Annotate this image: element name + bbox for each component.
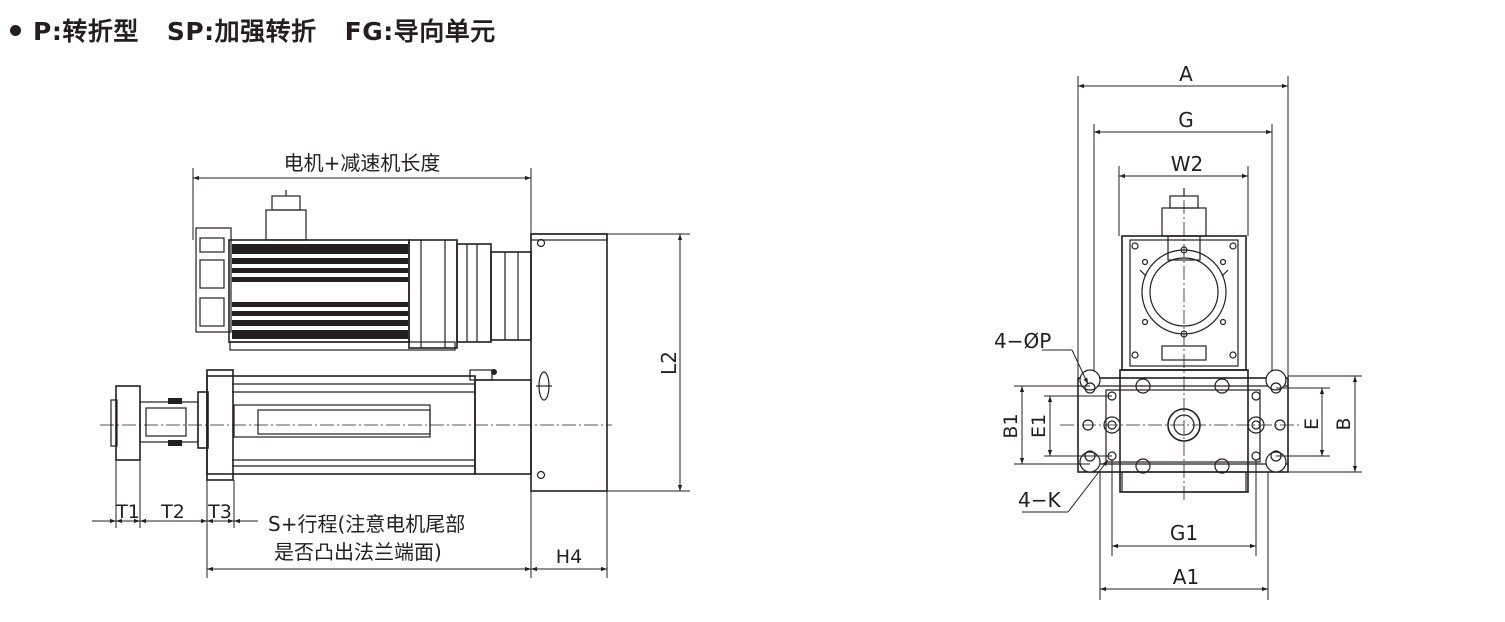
w2-label: W2 (1171, 152, 1204, 176)
t1-label: T1 (115, 501, 140, 523)
servo-motor (195, 190, 532, 351)
e-b-dimensions: E B (1276, 375, 1362, 473)
side-view: 电机+减速机长度 (92, 151, 690, 578)
b1-label: B1 (1000, 413, 1022, 438)
end-view: A G W2 (994, 62, 1362, 600)
e1-label: E1 (1028, 414, 1050, 438)
t-dimensions: T1 T2 T3 (92, 446, 258, 578)
motor-length-dimension: 电机+减速机长度 (192, 151, 532, 240)
a-label: A (1179, 62, 1193, 86)
title-item-sp: SP:加强转折 (166, 17, 317, 46)
g-label: G (1178, 108, 1194, 132)
a1-label: A1 (1173, 565, 1199, 589)
turning-housing (530, 233, 608, 492)
k-callout: 4−K (1018, 459, 1109, 513)
title-item-fg: FG:导向单元 (344, 17, 496, 46)
t2-label: T2 (160, 501, 185, 523)
p-callout: 4−ØP (994, 329, 1089, 385)
p-label: 4−ØP (994, 329, 1051, 353)
stroke-label-line2: 是否凸出法兰端面) (274, 540, 442, 564)
stroke-label-line1: S+行程(注意电机尾部 (268, 512, 465, 536)
w2-dimension: W2 (1118, 152, 1249, 236)
e-label: E (1301, 418, 1323, 430)
g-dimension: G (1093, 108, 1273, 386)
title-item-p: P:转折型 (33, 17, 139, 46)
a-dimension: A (1077, 62, 1289, 380)
actuator-body (110, 369, 532, 481)
k-label: 4−K (1018, 488, 1061, 512)
b1-e1-dimensions: B1 E1 (1000, 385, 1112, 465)
h4-label: H4 (556, 546, 582, 568)
a1-dimension: A1 (1099, 472, 1269, 600)
t3-label: T3 (207, 501, 232, 523)
stroke-dimension: S+行程(注意电机尾部 是否凸出法兰端面) H4 (207, 491, 608, 578)
motor-length-label: 电机+减速机长度 (284, 151, 441, 175)
end-body (1077, 369, 1289, 493)
b-label: B (1333, 417, 1355, 430)
l2-dimension: L2 (607, 233, 690, 492)
diagram-title: P:转折型 SP:加强转折 FG:导向单元 (8, 10, 524, 50)
l2-label: L2 (657, 351, 681, 375)
g1-label: G1 (1170, 521, 1198, 545)
g1-dimension: G1 (1111, 460, 1257, 556)
bullet-icon (10, 24, 21, 36)
